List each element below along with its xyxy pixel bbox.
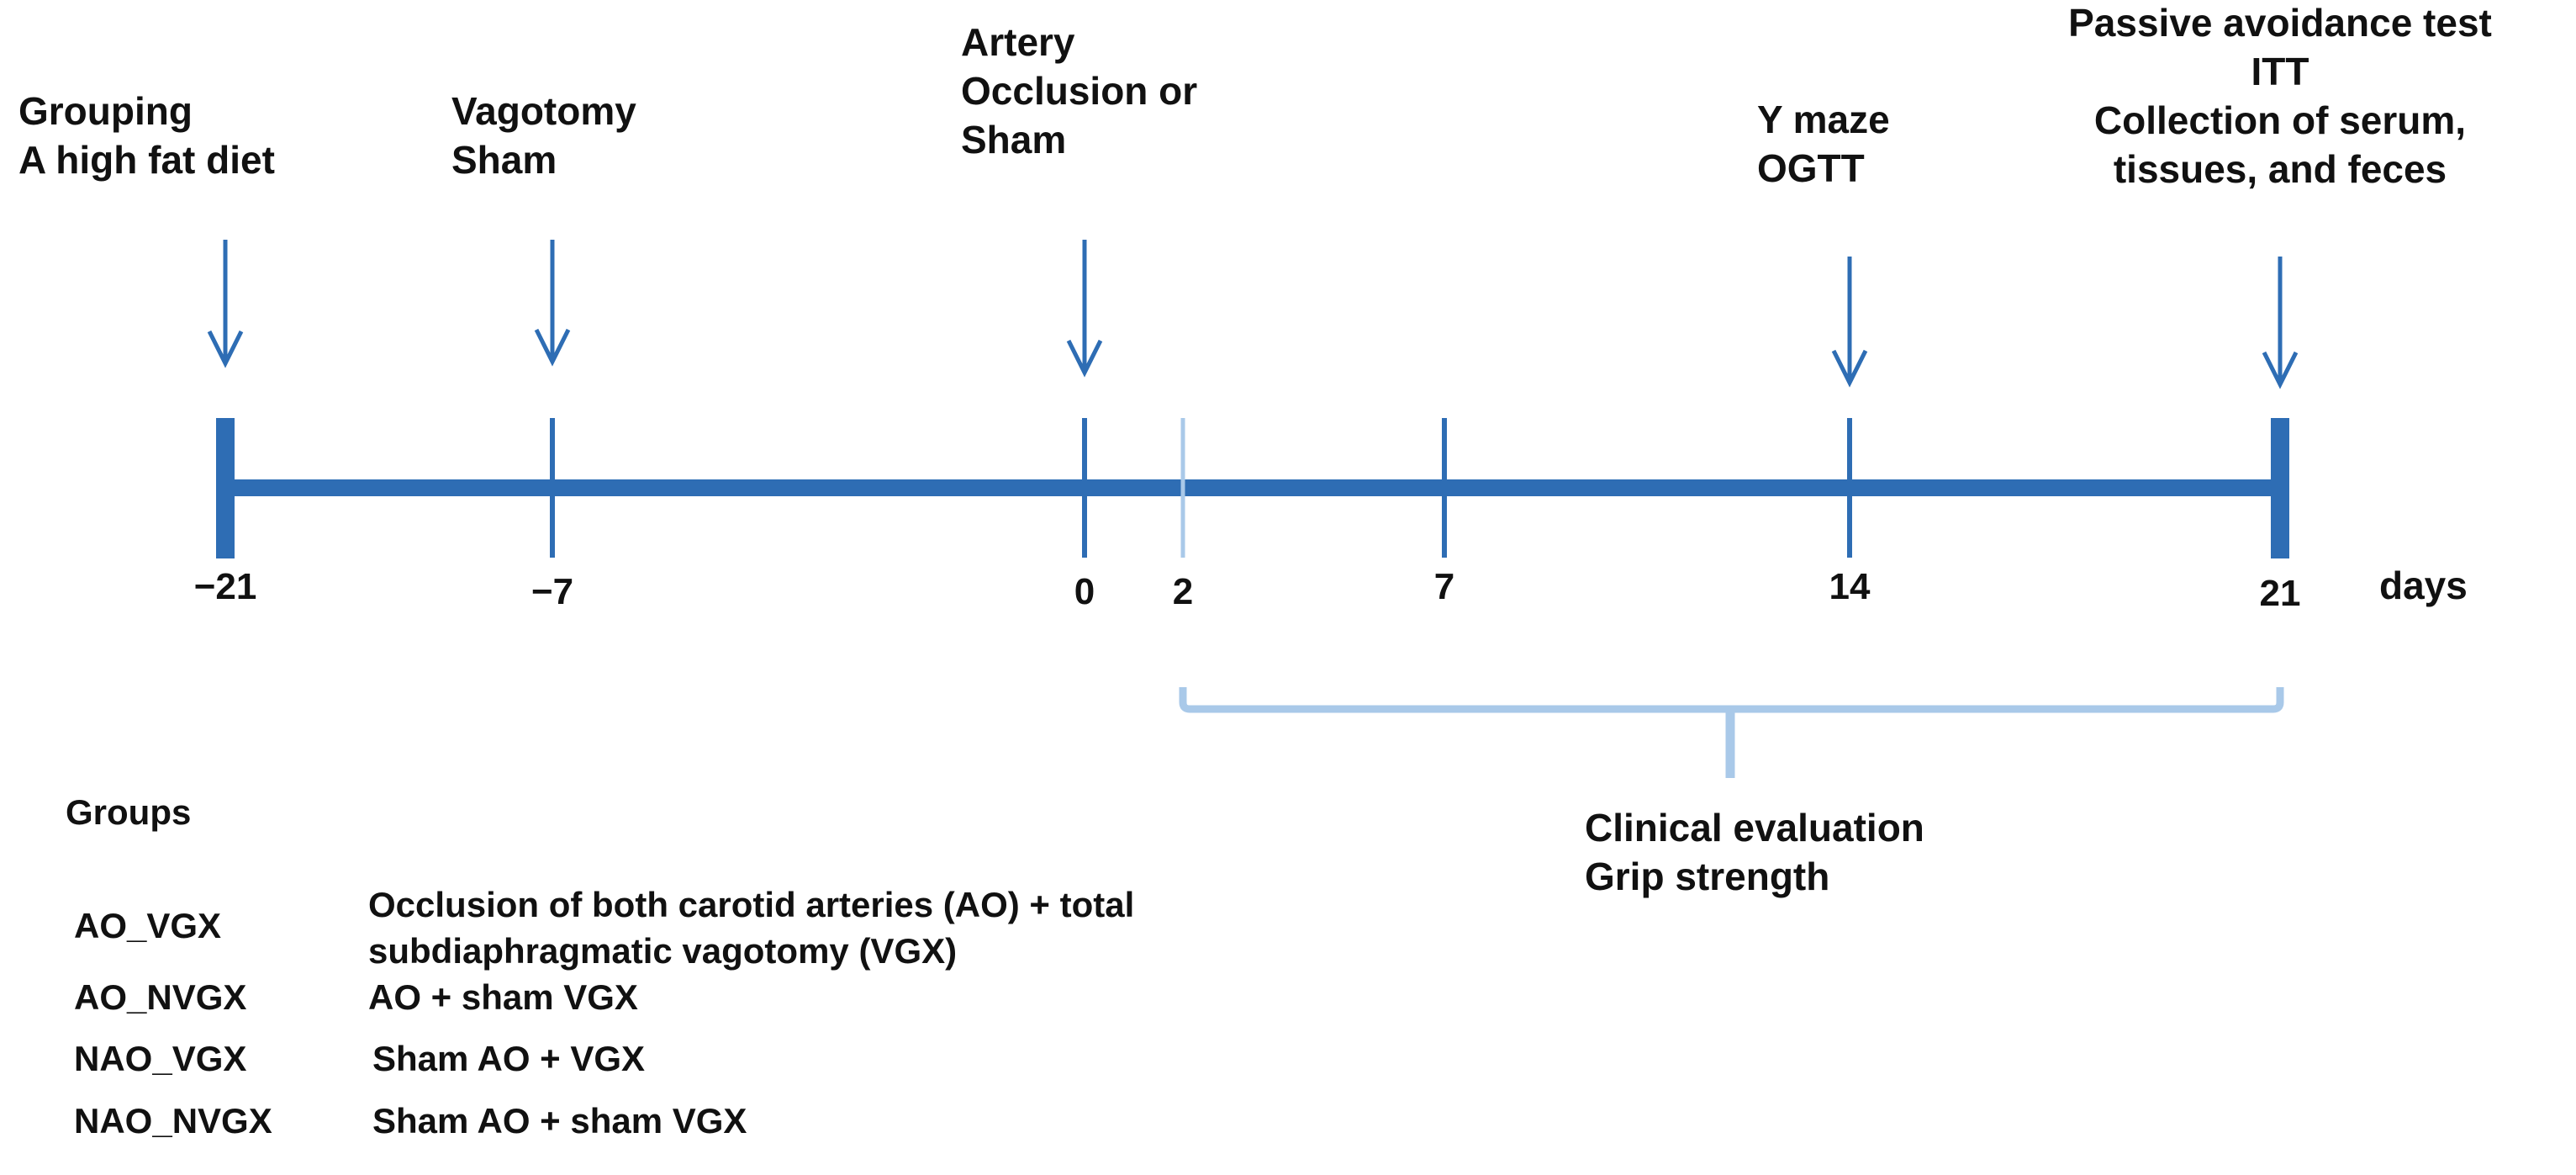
tick-label: 21 <box>2260 573 2301 614</box>
group-rows: AO_VGX Occlusion of both carotid arteries… <box>74 885 1134 1141</box>
event-arrow-head <box>207 330 244 368</box>
group-description: AO + sham VGX <box>368 977 638 1017</box>
group-description: Sham AO + sham VGX <box>372 1101 747 1141</box>
event-label: Occlusion or <box>961 69 1197 113</box>
group-name: AO_NVGX <box>74 977 246 1017</box>
span-bracket-line <box>1179 687 2284 713</box>
event-label: A high fat diet <box>18 138 275 182</box>
event-label: Collection of serum, <box>2094 98 2466 142</box>
event-label: Grouping <box>18 89 193 133</box>
group-description: subdiaphragmatic vagotomy (VGX) <box>368 931 957 971</box>
tick-label: 7 <box>1434 566 1454 607</box>
event-label: ITT <box>2251 50 2309 93</box>
group-name: AO_VGX <box>74 906 221 945</box>
event-arrow-head <box>1066 339 1103 378</box>
tick-label: −21 <box>194 566 257 607</box>
event-label: Sham <box>451 138 557 182</box>
tick-label: 2 <box>1173 571 1193 612</box>
timeline-ticks: −21 −7 0 2 7 14 21 <box>194 418 2301 614</box>
groups-legend: Groups AO_VGX Occlusion of both carotid a… <box>66 792 1134 1141</box>
timeline-end-bar <box>216 418 235 558</box>
event-arrow-head <box>1831 349 1868 388</box>
span-label: Grip strength <box>1585 855 1829 898</box>
group-description: Occlusion of both carotid arteries (AO) … <box>368 885 1134 924</box>
event-label: Y maze <box>1757 98 1890 141</box>
group-name: NAO_NVGX <box>74 1101 272 1141</box>
event-label: Passive avoidance test <box>2068 1 2492 45</box>
group-description: Sham AO + VGX <box>372 1039 645 1078</box>
event-label: Vagotomy <box>451 89 636 133</box>
event-label: Sham <box>961 118 1066 161</box>
event-arrow-head <box>534 328 571 367</box>
tick-label: 0 <box>1074 571 1095 612</box>
span-label: Clinical evaluation <box>1585 806 1924 849</box>
unit-label: days <box>2379 564 2468 607</box>
event-arrow-head <box>2262 351 2299 389</box>
event-label: OGTT <box>1757 146 1865 190</box>
event-label: Artery <box>961 20 1075 64</box>
event-label: tissues, and feces <box>2114 147 2447 191</box>
tick-label: 14 <box>1829 566 1871 607</box>
group-name: NAO_VGX <box>74 1039 246 1078</box>
groups-heading: Groups <box>66 792 191 832</box>
tick-label: −7 <box>531 571 573 612</box>
timeline-end-bar <box>2271 418 2289 558</box>
